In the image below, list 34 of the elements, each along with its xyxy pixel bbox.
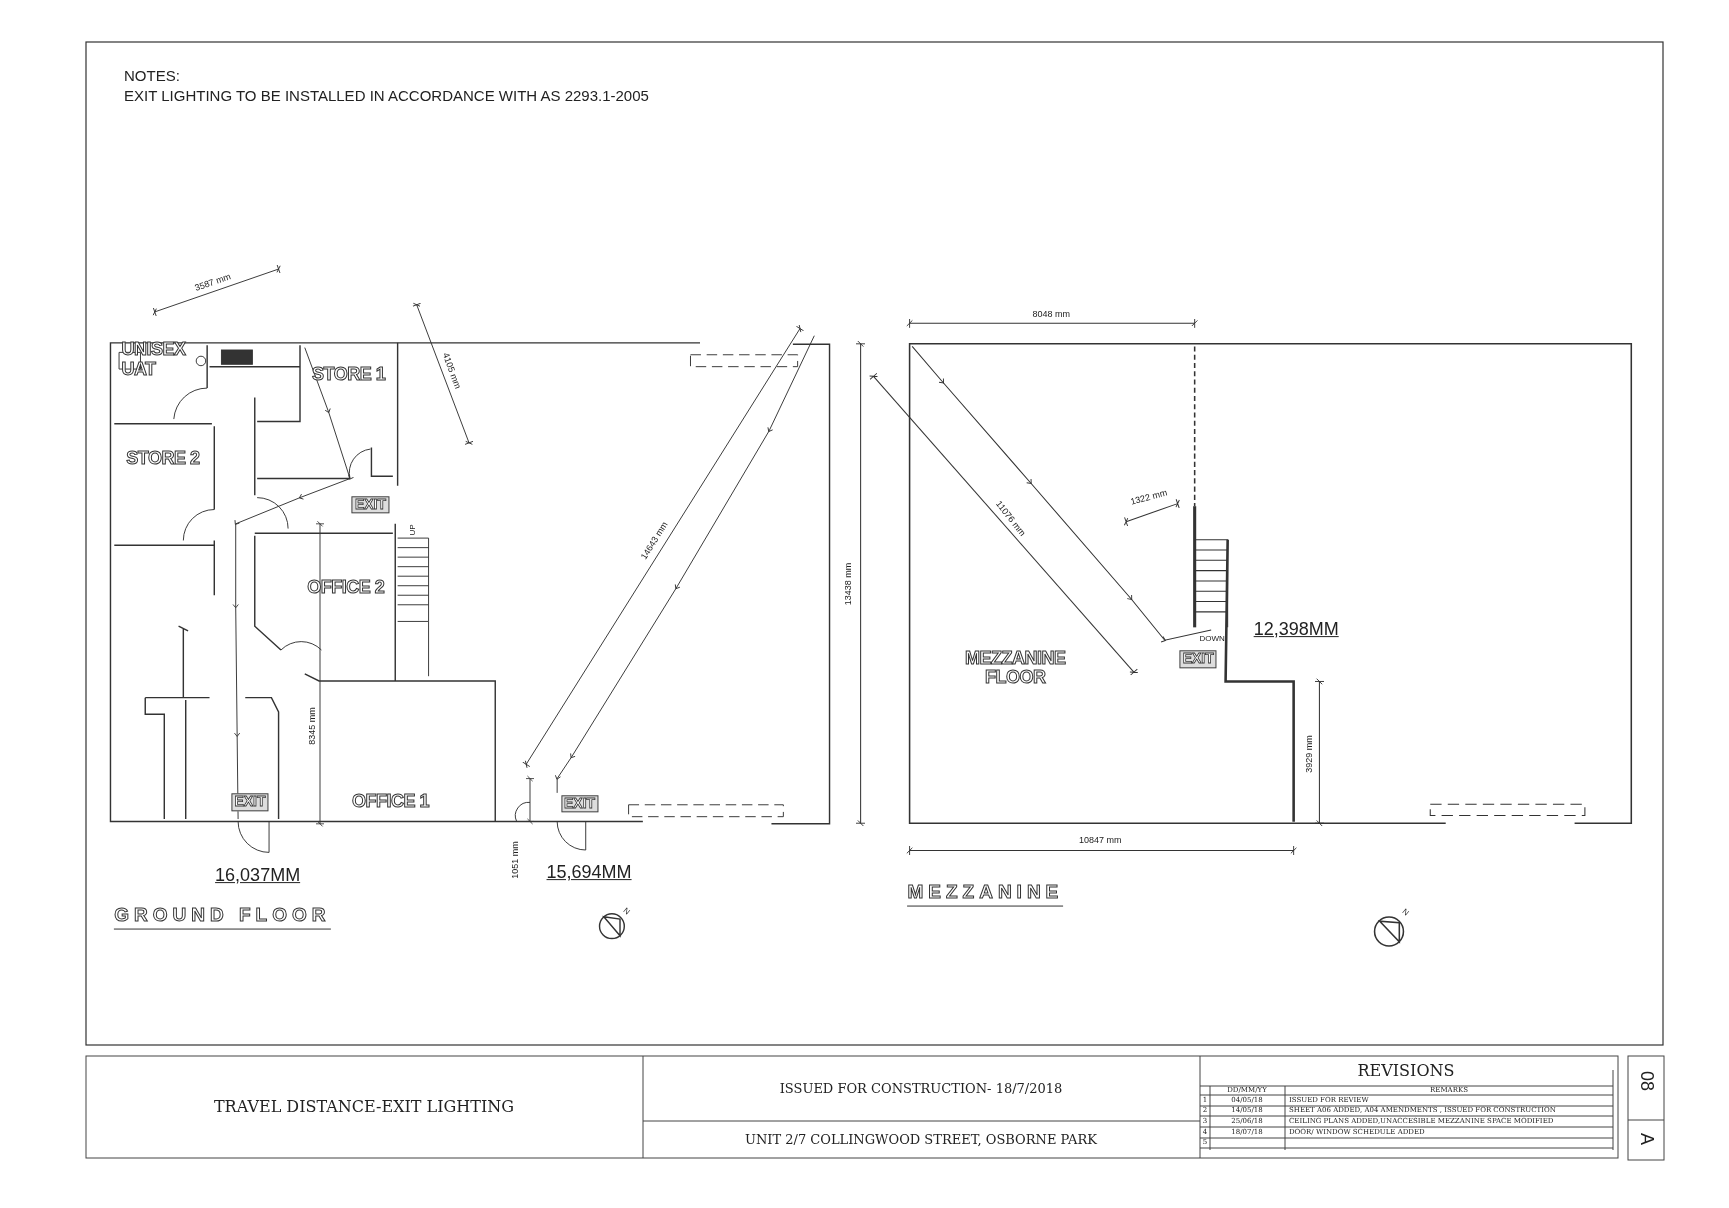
- dimension-label: 8345 mm: [308, 707, 319, 745]
- room-label: STORE 1: [311, 364, 386, 385]
- travel-distance-label: 16,037MM: [215, 866, 301, 887]
- room-label: OFFICE 1: [351, 792, 429, 813]
- exit-sign: EXIT: [231, 793, 269, 812]
- view-title: GROUND FLOOR: [114, 904, 331, 930]
- north-label: N: [621, 906, 632, 918]
- stair-direction-label: UP: [408, 523, 418, 536]
- title-block-text: UNIT 2/7 COLLINGWOOD STREET, OSBORNE PARK: [745, 1132, 1097, 1148]
- travel-distance-label: 15,694MM: [546, 862, 632, 883]
- table-header: REVISIONS: [1357, 1062, 1455, 1080]
- dimension-label: 1051 mm: [510, 840, 521, 879]
- view-title: MEZZANINE: [907, 881, 1064, 907]
- travel-distance-label: 12,398MM: [1253, 620, 1339, 640]
- sheet-number: A: [1636, 1133, 1656, 1145]
- room-label: MEZZANINE FLOOR: [965, 648, 1066, 689]
- room-label: STORE 2: [126, 448, 200, 469]
- north-label: N: [1400, 908, 1411, 919]
- stair-direction-label: DOWN: [1199, 634, 1225, 644]
- dimension-label: 8048 mm: [1032, 310, 1071, 321]
- dimension-label: 13438 mm: [844, 562, 855, 605]
- dimension-label: 3587 mm: [193, 272, 233, 295]
- dimension-label: 1322 mm: [1129, 488, 1169, 509]
- exit-sign: EXIT: [1179, 650, 1217, 668]
- drawing-title: TRAVEL DISTANCE-EXIT LIGHTING: [213, 1098, 515, 1116]
- dimension-label: 4105 mm: [440, 352, 463, 391]
- sheet-number: 08: [1636, 1071, 1656, 1091]
- note-heading: NOTES:: [124, 67, 180, 85]
- room-label: OFFICE 2: [307, 578, 385, 598]
- dimension-label: 10847 mm: [1079, 836, 1122, 847]
- room-label: UNISEX UAT: [121, 340, 186, 381]
- title-block-text: ISSUED FOR CONSTRUCTION- 18/7/2018: [779, 1081, 1063, 1097]
- note-text: EXIT LIGHTING TO BE INSTALLED IN ACCORDANCE WITH AS 2293.1-2005: [124, 87, 649, 105]
- dimension-label: 3929 mm: [1305, 734, 1316, 773]
